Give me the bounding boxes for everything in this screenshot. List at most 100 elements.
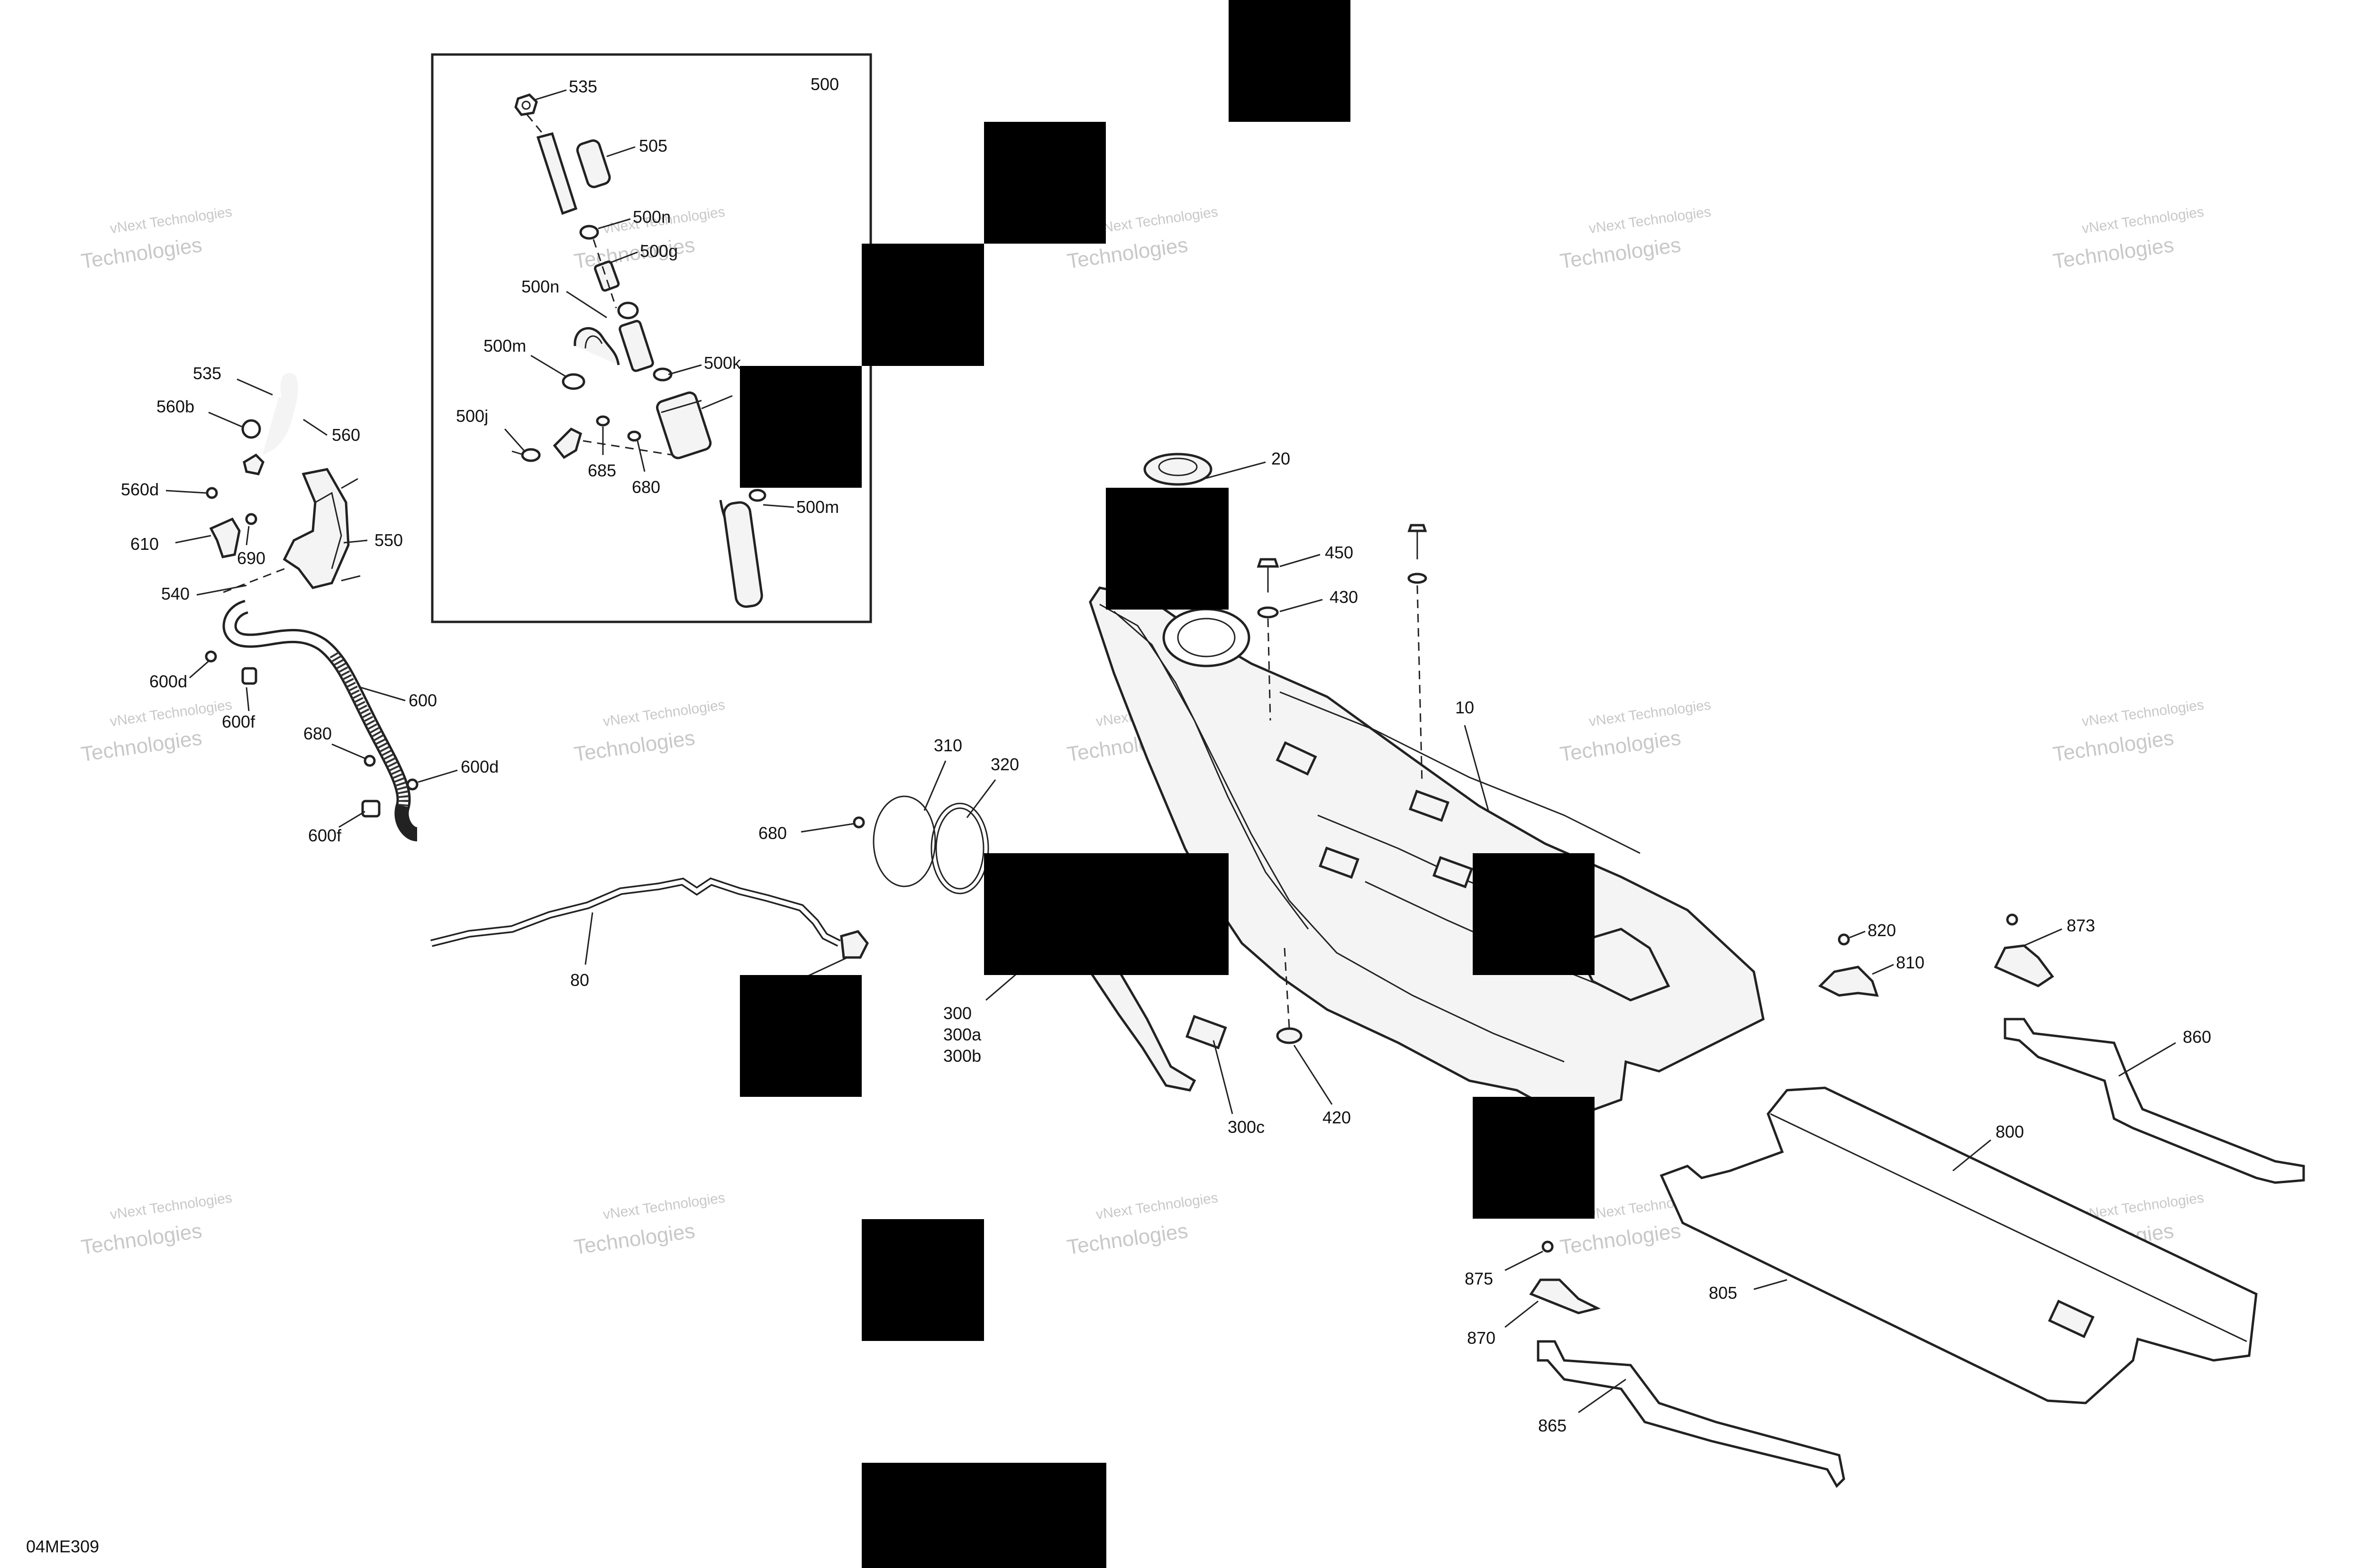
- watermark-line-2: Technologies: [80, 233, 203, 273]
- fuel-filter-body: [656, 391, 712, 459]
- callout-600: 600: [409, 691, 437, 710]
- callout-600d-a: 600d: [149, 672, 187, 691]
- heat-shield-800: [1659, 1086, 2258, 1404]
- callout-10: 10: [1455, 698, 1474, 717]
- callout-500j: 500j: [456, 406, 488, 426]
- fuel-filter-inset: 500 535 505 500n 500g 500n: [431, 53, 872, 623]
- callout-870: 870: [1467, 1328, 1495, 1348]
- watermark-line-1: vNext Technologies: [602, 697, 726, 729]
- nut-535-inset: [514, 93, 538, 116]
- callout-875: 875: [1465, 1269, 1493, 1288]
- redaction-block: [1473, 1097, 1595, 1219]
- callout-820: 820: [1868, 921, 1896, 940]
- callout-535-inset: 535: [569, 77, 597, 96]
- callout-505: 505: [639, 136, 667, 155]
- callout-680-a: 680: [303, 724, 332, 743]
- callout-500n-a: 500n: [633, 207, 671, 227]
- callout-550: 550: [374, 530, 403, 550]
- watermark-line-1: vNext Technologies: [109, 1190, 233, 1222]
- vent-tube-80: 80: [430, 877, 869, 990]
- callout-690: 690: [237, 548, 265, 568]
- watermark-line-2: Technologies: [1559, 1219, 1682, 1259]
- callout-20: 20: [1271, 449, 1290, 468]
- redaction-block: [1229, 0, 1350, 122]
- watermark-line-2: Technologies: [80, 1219, 203, 1259]
- redaction-block: [862, 244, 984, 366]
- watermark-line-1: vNext Technologies: [109, 697, 233, 729]
- watermark-line-2: Technologies: [573, 1219, 696, 1259]
- mounting-hardware-right: 820 810 873 860 800 805 875 870 865: [1465, 913, 2305, 1488]
- redaction-block: [740, 975, 862, 1097]
- watermark-line-1: vNext Technologies: [1588, 204, 1712, 237]
- watermark-line-1: vNext Technologies: [602, 1190, 726, 1222]
- watermark-line-1: vNext Technologies: [109, 204, 233, 237]
- watermark-line-1: vNext Technologies: [2081, 1190, 2205, 1222]
- watermark-line-2: Technologies: [573, 726, 696, 766]
- watermark-line-2: Technologies: [2051, 233, 2175, 273]
- callout-420: 420: [1322, 1108, 1351, 1127]
- fuel-cap-20: [1143, 453, 1212, 486]
- sleeve-505: [576, 139, 611, 188]
- fuel-hose-assembly-left: 535 560 560b 560d 610 690 550 540 600: [121, 364, 499, 845]
- watermark-line-2: Technologies: [2051, 726, 2175, 766]
- watermark-line-2: Technologies: [80, 726, 203, 766]
- bracket-865: [1537, 1340, 1845, 1488]
- watermark-line-1: vNext Technologies: [1095, 204, 1219, 237]
- redaction-block: [984, 853, 1229, 975]
- callout-810: 810: [1896, 953, 1924, 972]
- ring-310: [873, 795, 936, 887]
- callout-500k: 500k: [704, 353, 741, 373]
- corrugated-hose: [723, 501, 763, 608]
- seal-rings: 310 320 680: [758, 736, 1019, 894]
- callout-500g: 500g: [640, 241, 678, 261]
- callout-600f-a: 600f: [222, 712, 255, 731]
- callout-430: 430: [1330, 587, 1358, 607]
- callout-310: 310: [934, 736, 962, 755]
- watermark-line-2: Technologies: [1559, 233, 1682, 273]
- callout-450: 450: [1325, 543, 1353, 562]
- inset-label-500: 500: [811, 74, 839, 94]
- watermark-line-1: vNext Technologies: [1588, 697, 1712, 729]
- watermark-line-2: Technologies: [1066, 1219, 1189, 1259]
- watermark-line-1: vNext Technologies: [1095, 1190, 1219, 1222]
- callout-535: 535: [193, 364, 221, 383]
- redaction-block: [740, 366, 862, 488]
- sender-float: [1185, 1015, 1227, 1049]
- callout-320: 320: [991, 755, 1019, 774]
- callout-80: 80: [570, 970, 589, 990]
- watermark-line-1: vNext Technologies: [2081, 204, 2205, 237]
- callout-500n-b: 500n: [521, 277, 559, 296]
- bracket-860: [2004, 1018, 2305, 1184]
- callout-300: 300: [943, 1003, 972, 1023]
- callout-800: 800: [1996, 1122, 2024, 1141]
- callout-600f-b: 600f: [308, 826, 342, 845]
- watermark-line-1: vNext Technologies: [2081, 697, 2205, 729]
- redaction-block: [862, 1219, 984, 1341]
- callout-600d-b: 600d: [461, 757, 499, 776]
- watermark-line-2: Technologies: [1559, 726, 1682, 766]
- callout-300a: 300a: [943, 1025, 982, 1044]
- callout-865: 865: [1538, 1416, 1567, 1435]
- ring-320: [930, 802, 989, 894]
- callout-680-inset: 680: [632, 477, 660, 497]
- callout-560b: 560b: [156, 397, 194, 416]
- callout-560: 560: [332, 425, 360, 445]
- redaction-block: [984, 122, 1106, 244]
- callout-805: 805: [1709, 1283, 1737, 1303]
- redaction-block: [862, 1463, 1106, 1568]
- callout-680-b: 680: [758, 823, 787, 843]
- callout-610: 610: [130, 534, 159, 554]
- fuel-tank-10: 10 300c 300 300a 300b 20 450 430 420: [943, 449, 1765, 1137]
- callout-860: 860: [2183, 1027, 2211, 1047]
- callout-300c: 300c: [1228, 1117, 1265, 1137]
